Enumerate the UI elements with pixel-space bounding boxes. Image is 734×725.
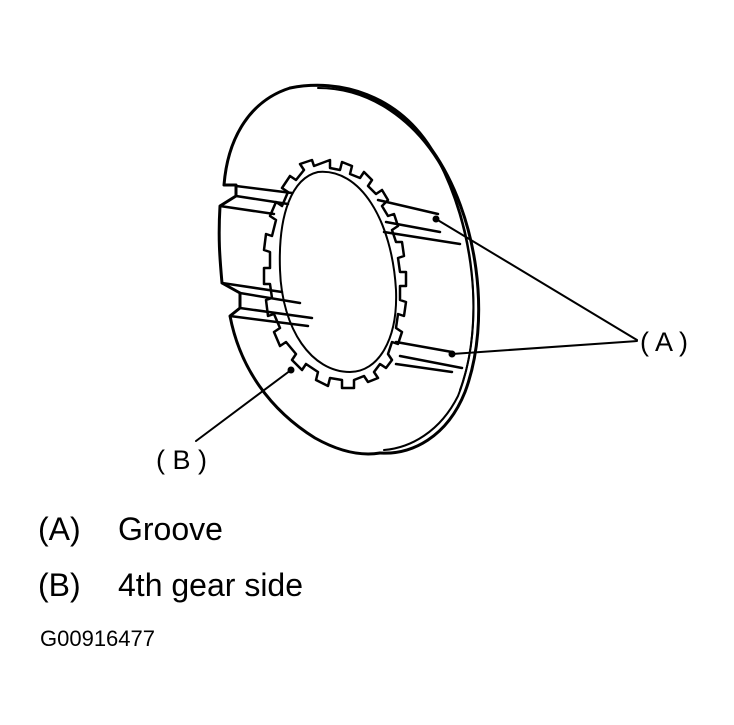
ring-rim-inner-line <box>317 87 475 451</box>
callout-b: ( B ) <box>156 445 207 475</box>
synchronizer-ring-diagram: ( A ) ( B ) <box>156 83 688 475</box>
legend-key: (B) <box>38 567 81 603</box>
leader-dot-a-upper <box>432 215 440 223</box>
leader-line-b <box>195 369 292 442</box>
ring-rim-groove-line <box>299 84 475 391</box>
leader-dot-a-lower <box>448 350 456 358</box>
leader-line-a-upper <box>435 218 638 341</box>
legend-text: 4th gear side <box>118 567 304 603</box>
leader-dot-b <box>287 366 295 374</box>
callout-a: ( A ) <box>640 327 688 357</box>
inner-spline-teeth <box>262 158 408 390</box>
inner-bore-edge <box>278 170 398 373</box>
ring-front-face <box>217 86 382 456</box>
figure-id: G00916477 <box>40 626 155 651</box>
right-groove-band-upper <box>376 198 462 246</box>
right-groove-band-lower <box>394 340 464 374</box>
legend-row-a: (A) Groove <box>38 511 223 547</box>
legend-row-b: (B) 4th gear side <box>38 567 303 603</box>
ring-rim <box>288 83 481 455</box>
legend-text: Groove <box>118 511 223 547</box>
leader-line-a-lower <box>451 340 638 355</box>
left-groove-band-upper <box>218 184 294 216</box>
legend-key: (A) <box>38 511 81 547</box>
